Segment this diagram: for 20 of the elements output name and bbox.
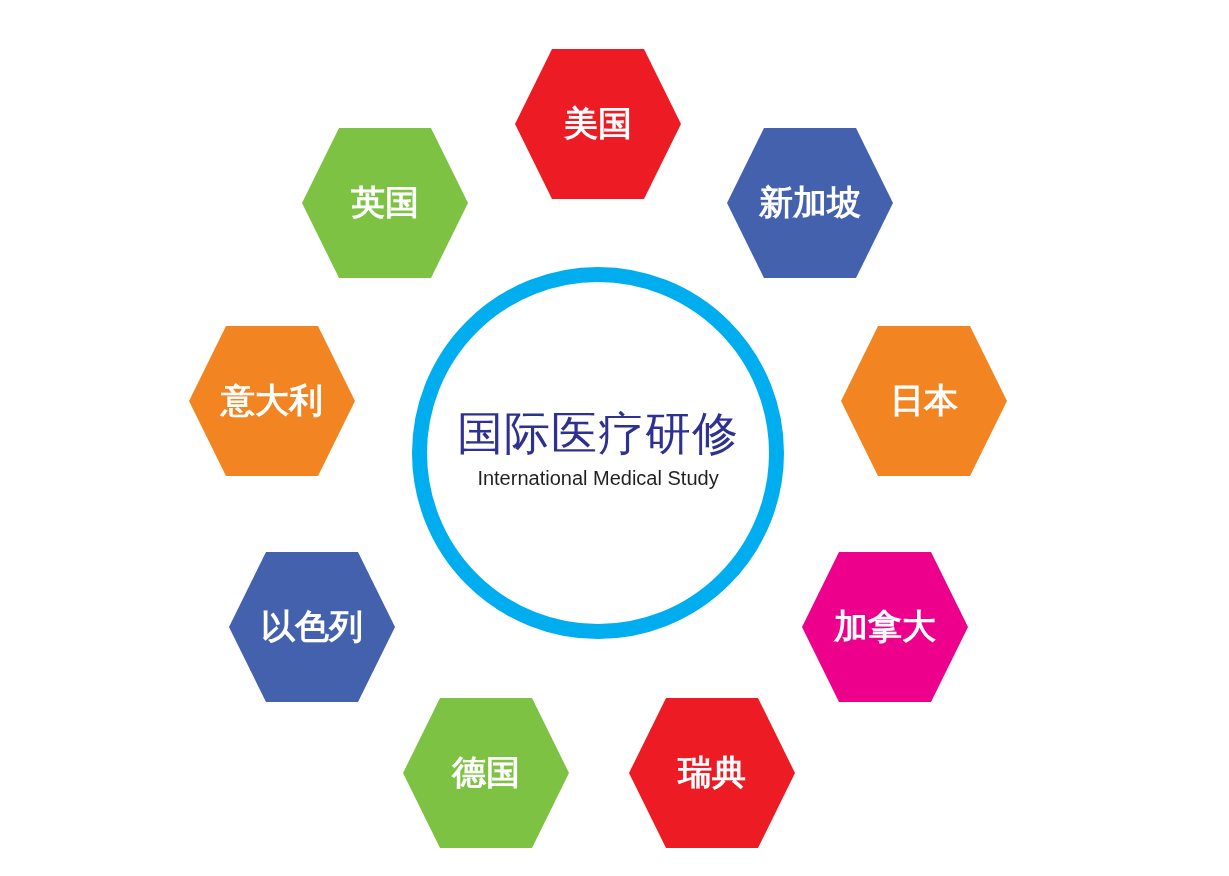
title-text: 国际医疗研修 (457, 408, 739, 459)
country-label: 德国 (450, 751, 521, 794)
country-hexagon (302, 128, 468, 278)
country-hexagon (229, 552, 395, 702)
country-label: 以色列 (260, 605, 364, 648)
country-label: 英国 (350, 181, 420, 224)
country-hexagon (189, 326, 355, 476)
country-hexagon (841, 326, 1007, 476)
country-label: 新加坡 (758, 181, 862, 224)
country-hexagon (403, 698, 569, 848)
subtitle-text: International Medical Study (477, 466, 719, 490)
country-label: 美国 (563, 102, 633, 145)
country-hexagon (802, 552, 968, 702)
country-label: 日本 (889, 379, 959, 422)
country-hexagon (629, 698, 795, 848)
country-label: 瑞典 (676, 751, 747, 794)
country-label: 加拿大 (832, 605, 937, 648)
country-hexagon (515, 49, 681, 199)
country-label: 意大利 (219, 379, 324, 422)
country-hexagon (727, 128, 893, 278)
